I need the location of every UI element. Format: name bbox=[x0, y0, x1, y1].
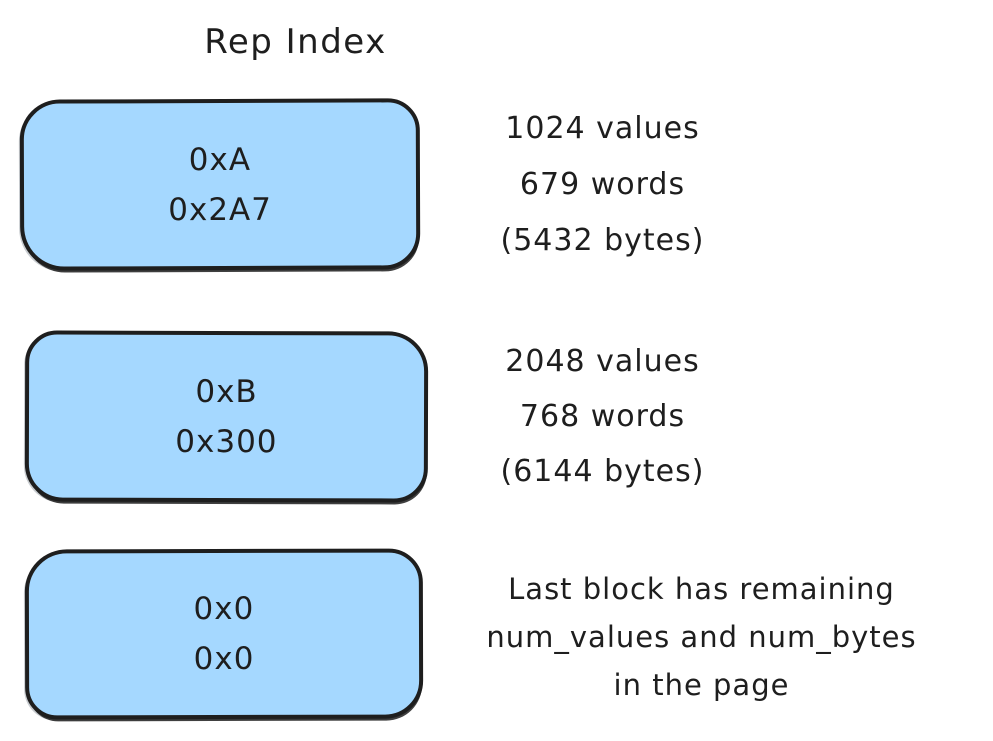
block-1-annotation: 2048 values 768 words (6144 bytes) bbox=[430, 334, 775, 499]
rep-index-block-0: 0xA 0x2A7 bbox=[19, 98, 421, 271]
block-0-annotation-bytes: (5432 bytes) bbox=[500, 223, 705, 258]
block-2-annotation-note-line-1: Last block has remaining bbox=[508, 572, 895, 606]
block-1-hex-line-1: 0xB bbox=[195, 373, 258, 410]
block-1-hex-line-2: 0x300 bbox=[175, 423, 278, 460]
block-2-hex-line-1: 0x0 bbox=[193, 590, 255, 628]
block-0-hex-line-2: 0x2A7 bbox=[168, 191, 273, 228]
rep-index-block-2: 0x0 0x0 bbox=[24, 548, 424, 720]
block-0-annotation-values: 1024 values bbox=[505, 111, 700, 146]
block-0-annotation-words: 679 words bbox=[519, 167, 686, 202]
block-0-hex-line-1: 0xA bbox=[188, 141, 252, 178]
diagram-title: Rep Index bbox=[204, 22, 387, 62]
block-2-annotation-note-line-2: num_values and num_bytes bbox=[486, 620, 917, 654]
block-1-annotation-values: 2048 values bbox=[505, 344, 700, 379]
block-2-annotation-note-line-3: in the page bbox=[613, 668, 790, 702]
block-1-annotation-bytes: (6144 bytes) bbox=[500, 454, 705, 489]
block-1-annotation-words: 768 words bbox=[519, 399, 686, 434]
block-0-annotation: 1024 values 679 words (5432 bytes) bbox=[430, 101, 775, 269]
block-2-annotation: Last block has remaining num_values and … bbox=[420, 565, 983, 709]
rep-index-block-1: 0xB 0x300 bbox=[24, 330, 429, 503]
block-2-hex-line-2: 0x0 bbox=[193, 640, 255, 678]
